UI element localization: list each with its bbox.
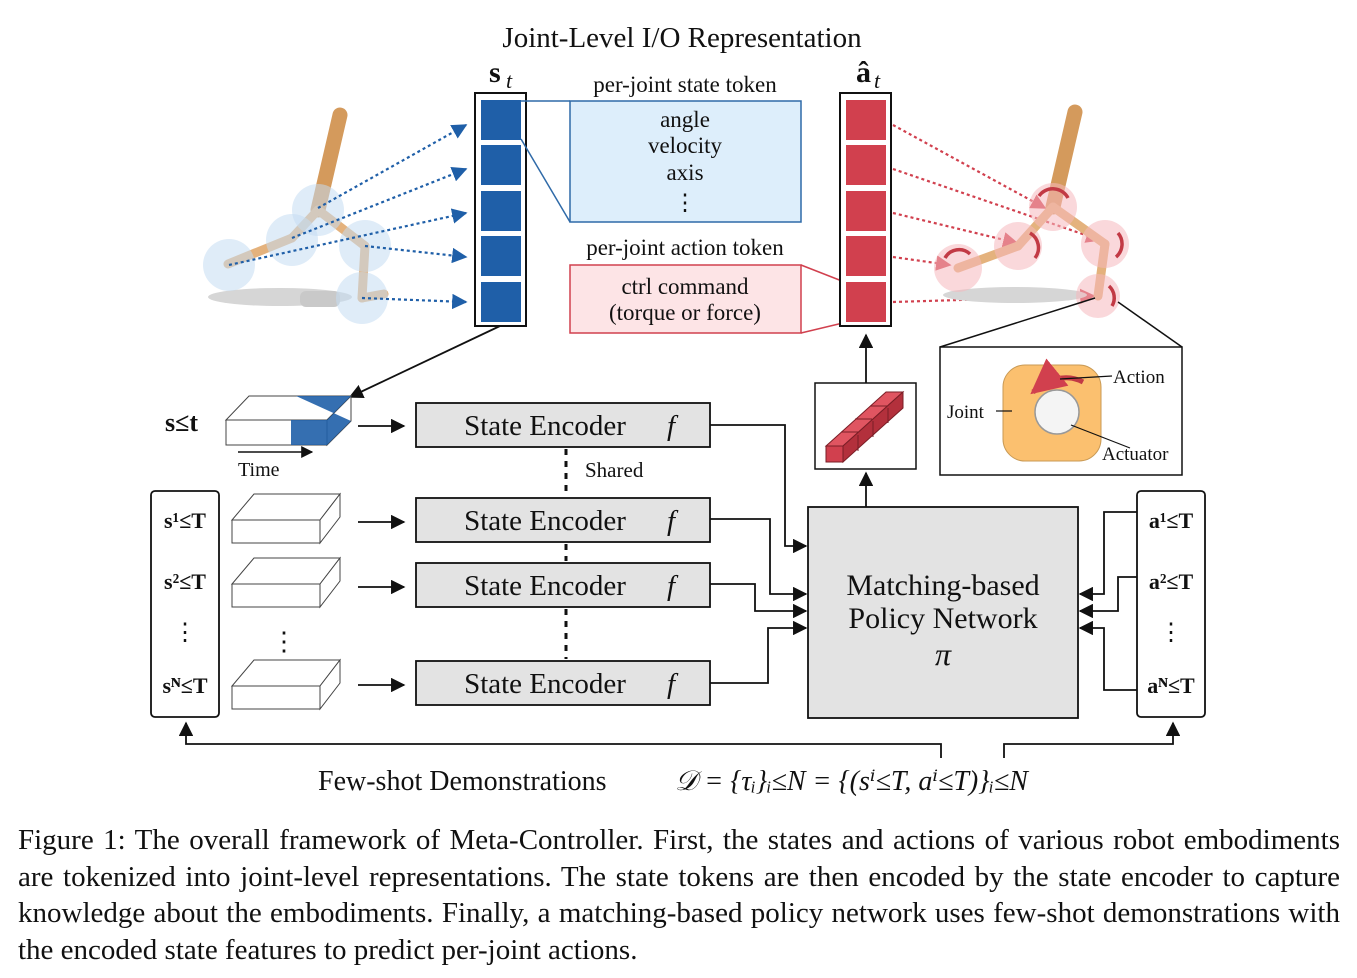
policy-line-2: Policy Network [848,602,1037,635]
demo-grids [230,492,342,711]
state-history-grid [224,394,353,447]
inset-joint-label: Joint [947,402,985,423]
state-vector-label: s t [489,56,513,93]
demo-state-1: s¹≤T [164,508,206,533]
state-tokens [481,100,521,322]
demo-action-1: a¹≤T [1149,508,1194,533]
svg-text:s: s [489,56,501,89]
predicted-action-tokens [824,390,905,464]
action-vector-label: â t [856,56,881,93]
left-robot [203,107,391,324]
state-encoder-1: State Encoder f [415,402,711,448]
svg-text:State Encoder: State Encoder [464,410,626,442]
inset-actuator-label: Actuator [1102,444,1169,465]
state-encoder-2: State Encoder f [415,497,711,543]
demonstrations-label: Few-shot Demonstrations [318,766,607,797]
state-token-ellipsis: ⋮ [674,190,697,215]
demo-actions-box [1136,490,1206,718]
encoder-to-policy-arrows [710,424,808,684]
action-tokens [846,100,886,322]
state-token-velocity: velocity [648,133,723,158]
policy-symbol: π [935,636,952,672]
framework-diagram: Joint-Level I/O Representation s t p [150,22,1206,797]
svg-text:t: t [874,68,881,93]
grid-ellipsis: ⋮ [271,627,297,656]
grid-to-encoder-arrows [358,418,406,693]
demonstrations-formula: 𝒟 = {τᵢ}ᵢ≤N = {(sⁱ≤T, aⁱ≤T)}ᵢ≤N [675,766,1029,797]
policy-line-1: Matching-based [846,569,1039,602]
rotation-arrow-icon [1030,358,1085,395]
action-token-header: per-joint action token [586,235,784,260]
svg-text:t: t [506,68,513,93]
action-joint-arrows [892,124,1102,305]
action-token-box [569,264,802,334]
inset-action-label: Action [1113,367,1165,388]
actions-to-policy-arrows [1078,511,1137,691]
state-token-axis: axis [666,160,703,185]
state-token-box [569,100,802,223]
diagram-title: Joint-Level I/O Representation [502,22,862,54]
actuator-hole [1034,389,1080,435]
right-robot [934,104,1129,318]
demo-state-ellipsis: ⋮ [173,620,197,646]
demo-action-2: a²≤T [1149,569,1194,594]
svg-text:State Encoder: State Encoder [464,668,626,700]
demo-action-n: aᴺ≤T [1147,673,1195,698]
state-token-header: per-joint state token [593,72,777,97]
demo-action-ellipsis: ⋮ [1159,620,1183,646]
history-state-label: s≤t [165,408,198,437]
state-encoder-3: State Encoder f [415,562,711,608]
policy-network [807,506,1079,719]
shared-label: Shared [585,458,644,482]
demonstration-feedback-arrows [178,721,1181,758]
state-token-angle: angle [660,107,710,132]
demo-states-box [150,490,220,718]
action-token-line-1: ctrl command [621,274,749,299]
demo-state-2: s²≤T [164,569,206,594]
action-token-line-2: (torque or force) [609,300,761,325]
svg-text:State Encoder: State Encoder [464,570,626,602]
svg-text:â: â [856,56,871,89]
figure-caption: Figure 1: The overall framework of Meta-… [18,824,1340,966]
demo-state-n: sᴺ≤T [163,673,208,698]
state-encoder-n: State Encoder f [415,660,711,706]
svg-text:State Encoder: State Encoder [464,505,626,537]
state-joint-arrows [228,124,468,310]
time-axis-label: Time [238,459,280,481]
